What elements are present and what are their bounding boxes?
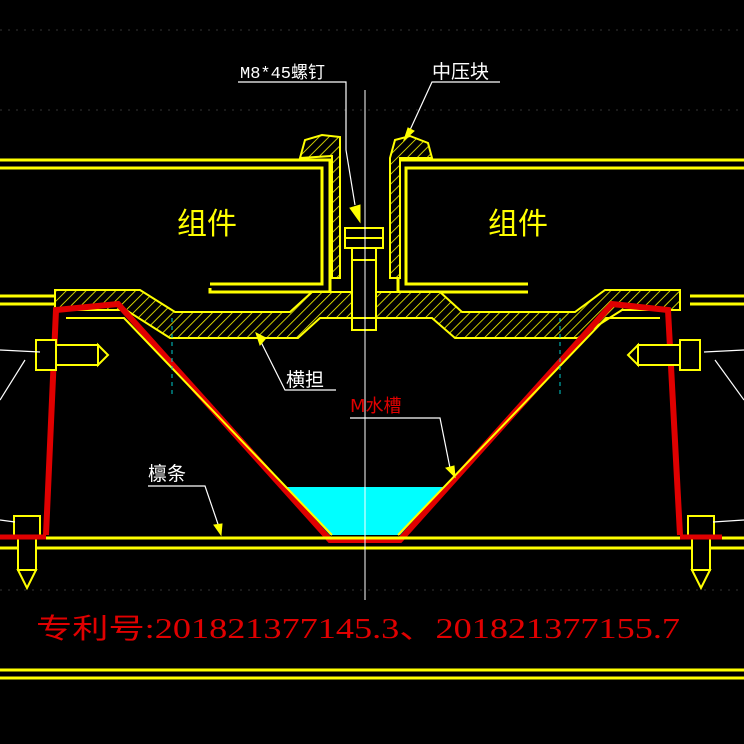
module-left-frame bbox=[0, 158, 332, 294]
side-bolt-right-icon bbox=[626, 339, 701, 371]
bottom-screw-left-icon bbox=[13, 515, 41, 591]
clamp-label: 中压块 bbox=[432, 61, 489, 83]
screw-label: M8*45螺钉 bbox=[240, 63, 325, 84]
purlin bbox=[0, 536, 744, 550]
bottom-screw-right-icon bbox=[687, 515, 715, 591]
patent-label: 专利号:201821377145.3、201821377155.7 bbox=[36, 613, 680, 645]
purlin-label: 檩条 bbox=[148, 463, 186, 485]
dashed-guides bbox=[171, 318, 561, 470]
trough-outline bbox=[66, 317, 660, 536]
rail-lines-upper bbox=[0, 294, 744, 306]
leader-arrows bbox=[213, 127, 456, 537]
middle-clamp bbox=[298, 133, 434, 279]
bottom-rail bbox=[0, 668, 744, 680]
crossbar-label: 横担 bbox=[286, 369, 324, 391]
module-right-frame bbox=[396, 158, 744, 294]
leader-lines bbox=[0, 81, 744, 531]
side-bolt-left-icon bbox=[35, 339, 110, 371]
module-right-label: 组件 bbox=[488, 207, 548, 242]
water-channel-label: M水槽 bbox=[350, 396, 402, 417]
module-left-label: 组件 bbox=[177, 207, 237, 242]
screw-m8-icon bbox=[344, 227, 384, 331]
